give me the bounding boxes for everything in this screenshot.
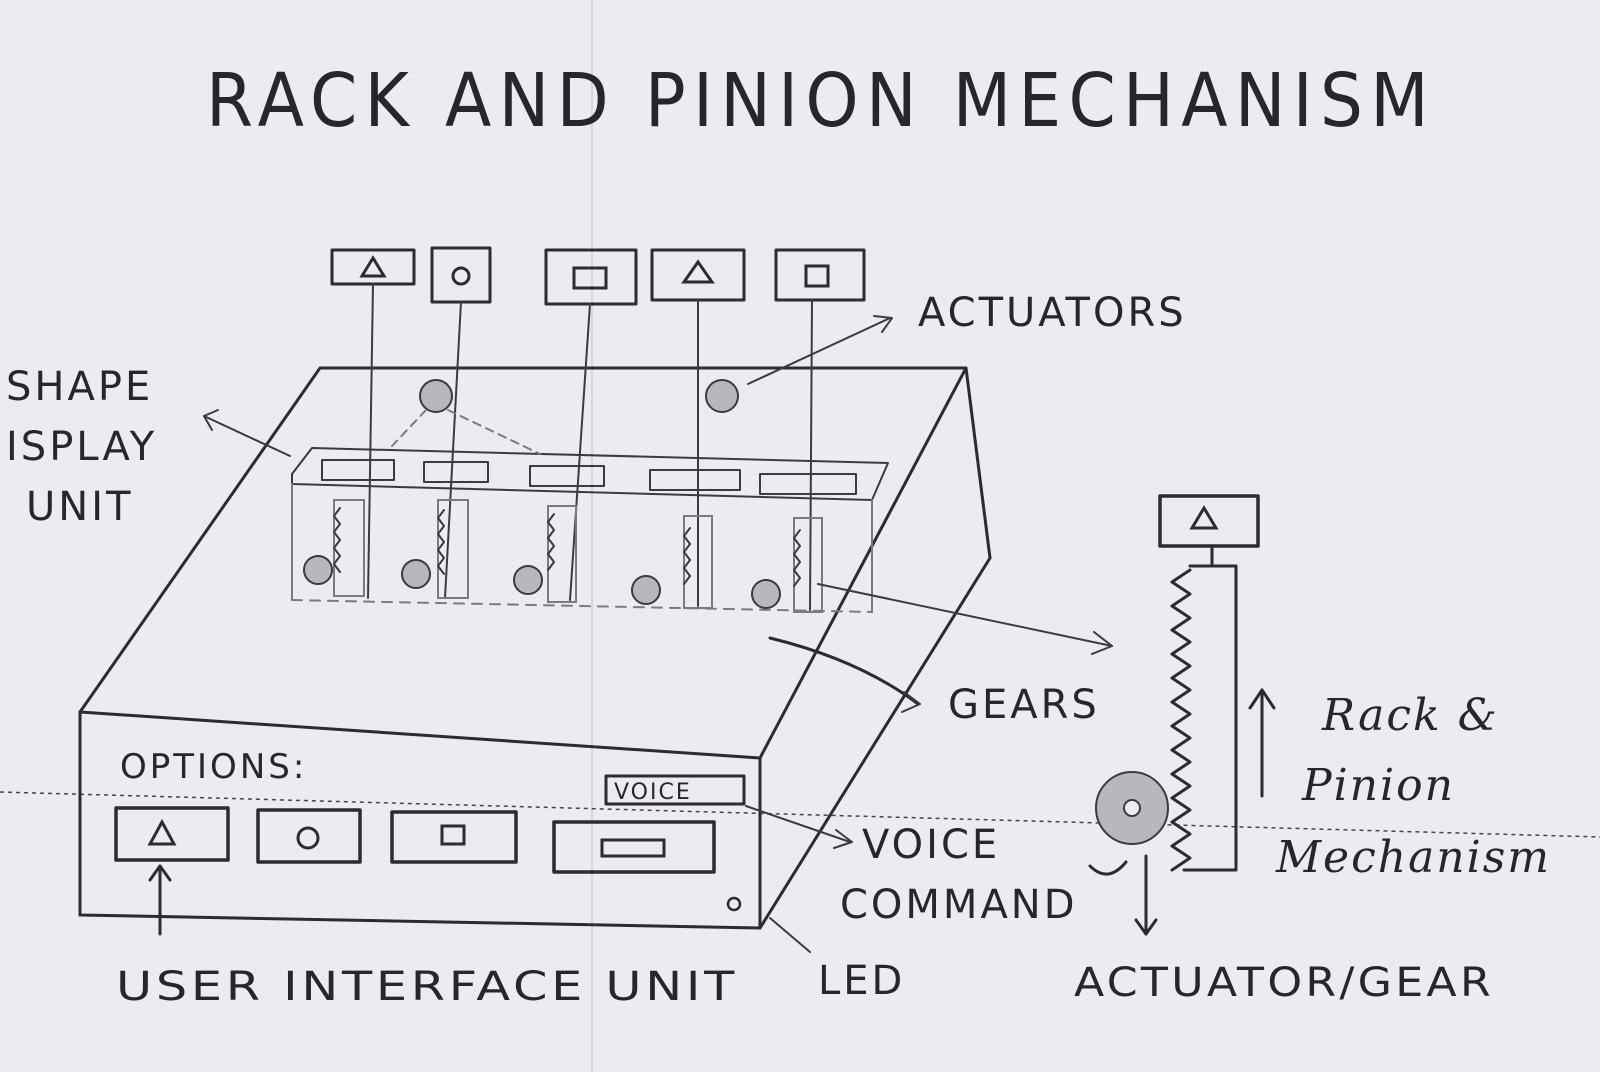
display-slot <box>423 461 489 483</box>
circle-icon <box>296 826 320 850</box>
label-line: Pinion <box>1301 760 1455 811</box>
rack-housing <box>333 499 365 597</box>
gears-label: GEARS <box>948 682 1100 728</box>
label-line: VOICE <box>862 822 1000 868</box>
gear-icon <box>419 379 453 413</box>
rack-guide <box>1182 564 1238 872</box>
user-interface-panel: OPTIONS: VOICE <box>114 747 746 912</box>
label-line: COMMAND <box>840 882 1078 928</box>
tray-bottom-line <box>291 599 873 613</box>
gear-icon <box>401 559 431 589</box>
rack <box>683 527 691 585</box>
internal-racks-and-gears <box>303 379 823 613</box>
rack-housing <box>437 499 469 599</box>
square-icon <box>804 264 830 288</box>
rack <box>333 507 341 573</box>
top-shape-1 <box>330 248 416 599</box>
option-button-triangle[interactable] <box>114 806 230 862</box>
user-interface-unit-label: USER INTERFACE UNIT <box>116 964 738 1010</box>
triangle-icon <box>681 259 715 284</box>
box-top-edges <box>78 366 992 714</box>
gear-icon <box>513 565 543 595</box>
actuator-shape-row <box>330 246 866 611</box>
top-shape-2 <box>430 246 492 599</box>
square-icon <box>572 266 608 290</box>
option-button-circle[interactable] <box>256 808 362 864</box>
label-line: SHAPE <box>6 364 153 410</box>
gear-icon <box>631 575 661 605</box>
rack <box>437 509 445 575</box>
label-line: Rack & <box>1321 690 1499 741</box>
option-button-square[interactable] <box>390 810 518 864</box>
gear-icon <box>751 579 781 609</box>
rack-housing <box>683 515 713 609</box>
shape-display-box <box>78 366 992 930</box>
callout-arrows <box>148 315 1113 953</box>
diagram-title: RACK AND PINION MECHANISM <box>206 58 1436 144</box>
actuators-label: ACTUATORS <box>918 290 1187 336</box>
voice-button[interactable]: VOICE <box>604 774 746 806</box>
box-right-top-edge <box>758 366 968 760</box>
display-slot <box>529 465 605 487</box>
down-arrow-head <box>1134 918 1158 936</box>
display-slot <box>321 459 395 481</box>
voice-command-label: VOICE COMMAND <box>840 822 1078 928</box>
rack <box>793 529 801 587</box>
actuator-gear-label: ACTUATOR/GEAR <box>1074 960 1494 1006</box>
gear-icon <box>303 555 333 585</box>
voice-button-label: VOICE <box>614 780 692 805</box>
ui-front-face <box>78 710 762 930</box>
label-line: Mechanism <box>1275 832 1551 883</box>
shape-display-tray <box>291 447 889 613</box>
top-shape-3 <box>544 248 638 601</box>
triangle-icon <box>359 255 387 278</box>
gear-icon <box>705 379 739 413</box>
pinion-gear <box>1095 771 1169 845</box>
led-label: LED <box>818 958 905 1004</box>
detail-shape-box <box>1158 494 1260 548</box>
options-label: OPTIONS: <box>120 747 307 787</box>
rotate-arrow-icon <box>1088 860 1128 876</box>
top-shape-5 <box>774 248 866 611</box>
rack-pinion-detail <box>1088 494 1276 936</box>
display-slot <box>649 469 741 491</box>
label-line: UNIT <box>26 484 133 530</box>
rectangle-icon <box>600 838 666 858</box>
rack-pinion-mechanism-label: Rack & Pinion Mechanism <box>1275 690 1551 883</box>
triangle-icon <box>147 818 177 846</box>
square-icon <box>440 824 466 846</box>
led-indicator <box>726 896 742 912</box>
scan-dashed-line <box>0 791 1600 838</box>
up-arrow-head <box>1248 688 1276 710</box>
box-right-bottom-edge <box>758 556 992 930</box>
triangle-icon <box>1189 505 1219 530</box>
rack <box>547 513 555 571</box>
tray-outline <box>291 447 889 501</box>
display-slot <box>759 473 857 495</box>
rack <box>1170 568 1192 872</box>
top-shape-4 <box>650 248 746 607</box>
rack-housing <box>793 517 823 613</box>
option-button-rectangle[interactable] <box>552 820 716 874</box>
label-line: ISPLAY <box>6 424 157 470</box>
shape-display-unit-label: SHAPE ISPLAY UNIT <box>6 364 157 530</box>
circle-icon <box>451 266 471 286</box>
